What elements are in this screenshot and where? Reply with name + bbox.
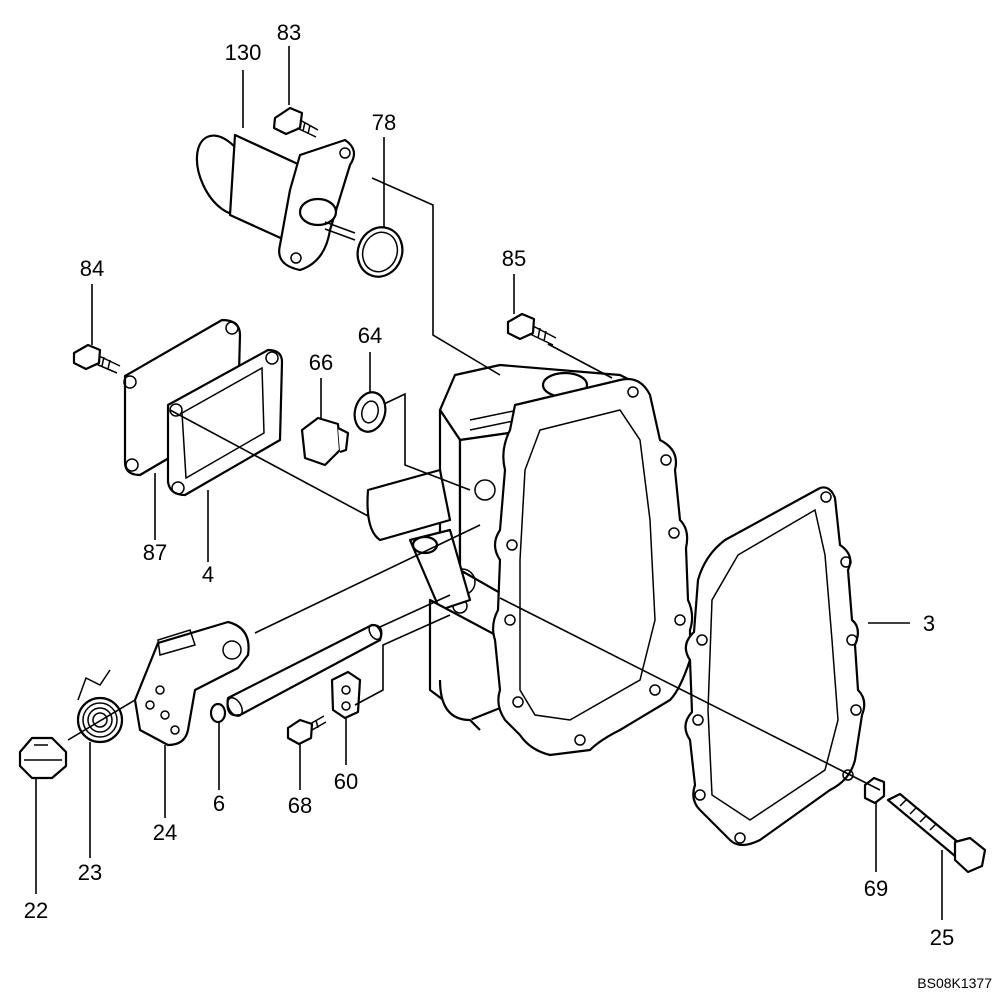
callout-22: 22 — [24, 898, 48, 923]
callout-6: 6 — [213, 791, 225, 816]
callout-labels: 130 83 78 84 85 66 64 87 4 3 22 23 24 6 … — [24, 20, 992, 991]
callout-24: 24 — [153, 820, 177, 845]
part-24-lever — [133, 620, 250, 747]
callout-23: 23 — [78, 860, 102, 885]
callout-87: 87 — [143, 540, 167, 565]
callout-85: 85 — [502, 246, 526, 271]
part-6-snap-ring — [209, 702, 227, 724]
callout-60: 60 — [334, 769, 358, 794]
callout-84: 84 — [80, 256, 104, 281]
callout-64: 64 — [358, 323, 382, 348]
callout-130: 130 — [225, 40, 262, 65]
part-23-spring — [76, 669, 124, 744]
assembly-guide-lines — [67, 177, 881, 791]
callout-66: 66 — [309, 350, 333, 375]
housing-flange — [491, 377, 694, 757]
part-69-nut — [863, 776, 886, 805]
part-66-plug — [300, 416, 350, 467]
part-4-gasket — [166, 348, 284, 497]
part-22-plug — [18, 736, 68, 780]
part-64-washer — [353, 391, 387, 433]
part-25-bolt — [886, 792, 987, 874]
callout-3: 3 — [923, 611, 935, 636]
part-60-clip — [330, 670, 362, 720]
callout-69: 69 — [864, 876, 888, 901]
part-78-o-ring — [356, 226, 404, 278]
part-3-gasket — [684, 486, 866, 847]
callout-25: 25 — [930, 925, 954, 950]
figure-reference-code: BS08K1377 — [917, 975, 992, 991]
callout-68: 68 — [288, 793, 312, 818]
leader-lines — [35, 46, 943, 920]
part-85-bolt — [506, 312, 557, 346]
callout-4: 4 — [202, 562, 214, 587]
part-83-bolt — [272, 106, 319, 138]
callout-78: 78 — [372, 110, 396, 135]
part-84-bolt — [72, 343, 121, 374]
callout-83: 83 — [277, 20, 301, 45]
part-130-solenoid — [195, 133, 356, 272]
governor-shaft — [226, 623, 383, 717]
part-68-bolt — [286, 715, 327, 746]
